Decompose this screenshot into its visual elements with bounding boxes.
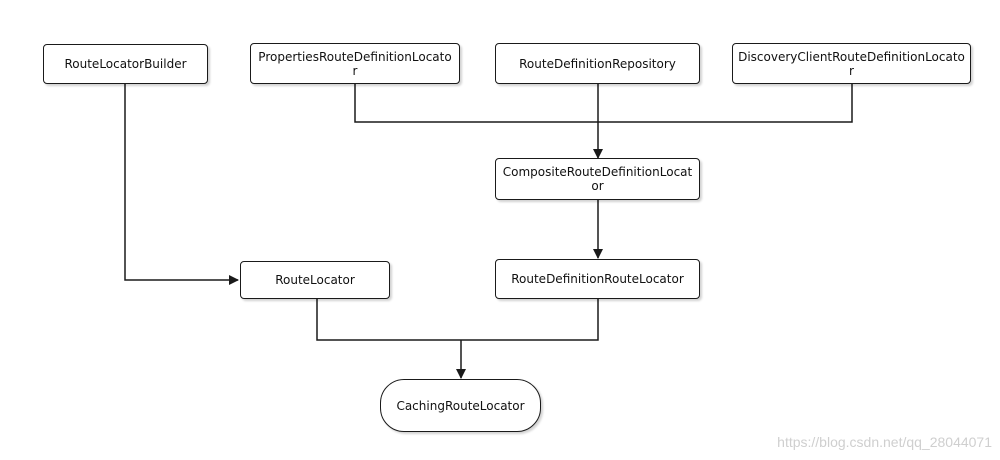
node-route-locator: RouteLocator xyxy=(240,261,390,299)
node-caching-route-locator-label: CachingRouteLocator xyxy=(396,398,525,413)
node-composite-route-definition-locator-label: CompositeRouteDefinitionLocator xyxy=(502,165,693,193)
node-route-locator-label: RouteLocator xyxy=(275,273,355,287)
connector-rdrl-to-merge xyxy=(461,299,599,341)
node-route-locator-builder-label: RouteLocatorBuilder xyxy=(64,57,187,71)
node-caching-route-locator: CachingRouteLocator xyxy=(380,379,541,432)
node-route-definition-route-locator-label: RouteDefinitionRouteLocator xyxy=(511,272,684,286)
node-discovery-client-route-definition-locator-label: DiscoveryClientRouteDefinitionLocator xyxy=(738,49,965,78)
node-route-locator-builder: RouteLocatorBuilder xyxy=(43,44,208,84)
node-route-definition-repository: RouteDefinitionRepository xyxy=(495,43,700,84)
node-properties-route-definition-locator: PropertiesRouteDefinitionLocator xyxy=(250,43,460,84)
connector-properties-to-merge xyxy=(354,84,598,123)
node-composite-route-definition-locator: CompositeRouteDefinitionLocator xyxy=(495,158,700,200)
watermark-text: https://blog.csdn.net/qq_28044071 xyxy=(777,434,992,450)
node-route-definition-route-locator: RouteDefinitionRouteLocator xyxy=(495,259,700,299)
node-discovery-client-route-definition-locator: DiscoveryClientRouteDefinitionLocator xyxy=(732,43,971,84)
connector-discovery-to-merge xyxy=(598,84,853,123)
node-properties-route-definition-locator-label: PropertiesRouteDefinitionLocator xyxy=(258,49,452,78)
node-route-definition-repository-label: RouteDefinitionRepository xyxy=(519,56,676,71)
connector-builder-to-route-locator xyxy=(124,84,239,285)
connector-route-locator-to-merge xyxy=(316,299,461,341)
